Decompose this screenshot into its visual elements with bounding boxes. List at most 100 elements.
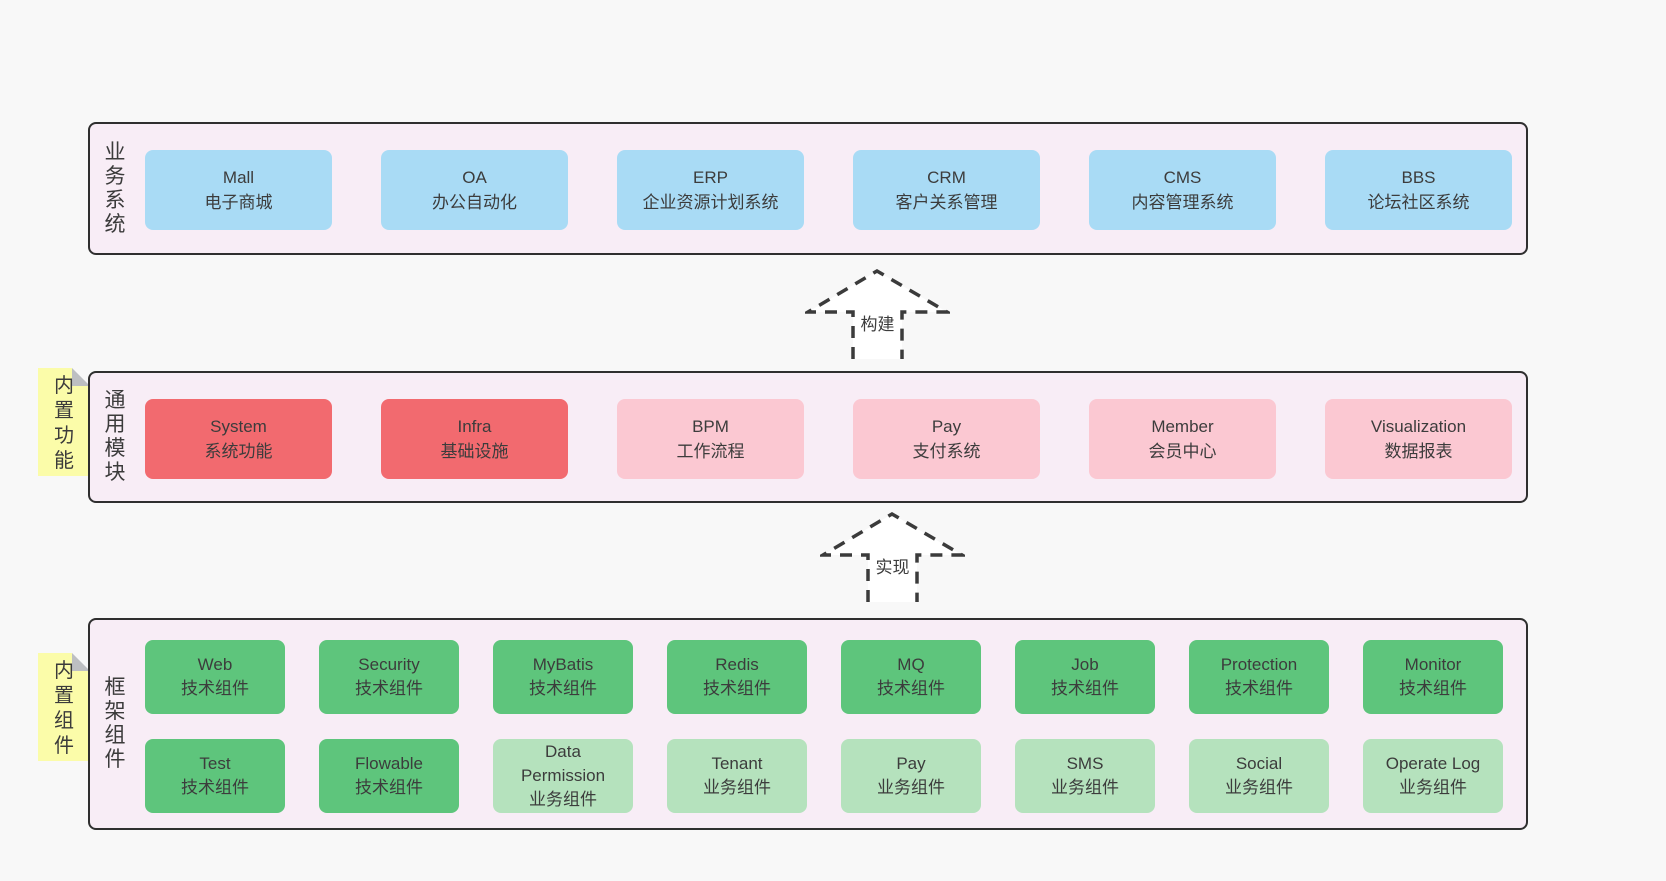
box-social: Social 业务组件 — [1189, 739, 1329, 813]
box-name: MyBatis — [532, 655, 594, 674]
business-box-row: Mall 电子商城 OA 办公自动化 ERP 企业资源计划系统 CRM 客户关系… — [145, 150, 1512, 230]
box-mall: Mall 电子商城 — [145, 150, 332, 230]
section-business-systems: 业务系统 Mall 电子商城 OA 办公自动化 ERP 企业资源计划系统 CRM… — [88, 122, 1528, 255]
box-desc: 支付系统 — [912, 442, 981, 461]
box-desc: 技术组件 — [703, 679, 771, 698]
box-name: System — [210, 417, 267, 436]
box-desc: 论坛社区系统 — [1367, 193, 1470, 212]
modules-box-row: System 系统功能 Infra 基础设施 BPM 工作流程 Pay 支付系统… — [145, 399, 1512, 479]
dashed-up-arrow-icon — [805, 268, 950, 359]
box-desc: 企业资源计划系统 — [642, 193, 779, 212]
box-desc: 业务组件 — [877, 778, 945, 797]
box-desc: 基础设施 — [440, 442, 509, 461]
box-desc: 技术组件 — [1051, 679, 1119, 698]
box-mq: MQ 技术组件 — [841, 640, 981, 714]
box-security: Security 技术组件 — [319, 640, 459, 714]
box-bbs: BBS 论坛社区系统 — [1325, 150, 1512, 230]
box-test: Test 技术组件 — [145, 739, 285, 813]
box-name: BPM — [692, 417, 729, 436]
box-name: Redis — [715, 655, 759, 674]
box-erp: ERP 企业资源计划系统 — [617, 150, 804, 230]
box-desc: 技术组件 — [529, 679, 597, 698]
box-pay-module: Pay 支付系统 — [853, 399, 1040, 479]
box-desc: 技术组件 — [181, 778, 249, 797]
box-name: Visualization — [1370, 417, 1467, 436]
box-desc: 业务组件 — [529, 790, 597, 809]
box-desc: 技术组件 — [355, 679, 423, 698]
box-sms: SMS 业务组件 — [1015, 739, 1155, 813]
box-oa: OA 办公自动化 — [381, 150, 568, 230]
box-name: Flowable — [354, 754, 424, 773]
box-name: Member — [1151, 417, 1214, 436]
box-desc: 业务组件 — [703, 778, 771, 797]
box-name: CRM — [927, 168, 966, 187]
box-name: Social — [1235, 754, 1283, 773]
box-desc: 工作流程 — [676, 442, 745, 461]
box-desc: 技术组件 — [1225, 679, 1293, 698]
box-name: BBS — [1401, 168, 1436, 187]
box-desc: 业务组件 — [1051, 778, 1119, 797]
box-name: Test — [199, 754, 231, 773]
box-infra: Infra 基础设施 — [381, 399, 568, 479]
box-desc: 客户关系管理 — [895, 193, 998, 212]
box-desc: 办公自动化 — [432, 193, 517, 212]
box-visualization: Visualization 数据报表 — [1325, 399, 1512, 479]
implement-arrow-icon: 实现 — [820, 509, 965, 604]
box-redis: Redis 技术组件 — [667, 640, 807, 714]
box-desc: 技术组件 — [355, 778, 423, 797]
box-desc: 会员中心 — [1148, 442, 1217, 461]
sticky-note-builtin-features: 内置功能 — [38, 368, 90, 476]
dashed-up-arrow-icon — [820, 511, 965, 602]
box-cms: CMS 内容管理系统 — [1089, 150, 1276, 230]
section-framework-components: 框架组件 Web 技术组件 Security 技术组件 MyBatis 技术组件… — [88, 618, 1528, 830]
section-common-modules: 通用模块 System 系统功能 Infra 基础设施 BPM 工作流程 Pay… — [88, 371, 1528, 503]
sticky-note-label: 内置组件 — [54, 660, 74, 758]
box-web: Web 技术组件 — [145, 640, 285, 714]
box-tenant: Tenant 业务组件 — [667, 739, 807, 813]
box-job: Job 技术组件 — [1015, 640, 1155, 714]
section-modules-label: 通用模块 — [104, 389, 126, 484]
box-name: Monitor — [1404, 655, 1462, 674]
box-desc: 业务组件 — [1399, 778, 1467, 797]
box-crm: CRM 客户关系管理 — [853, 150, 1040, 230]
sticky-note-label: 内置功能 — [54, 375, 74, 473]
box-desc: 技术组件 — [877, 679, 945, 698]
build-arrow-label: 构建 — [860, 315, 895, 334]
box-name: Pay — [931, 417, 962, 436]
box-desc: 技术组件 — [181, 679, 249, 698]
box-member: Member 会员中心 — [1089, 399, 1276, 479]
box-system: System 系统功能 — [145, 399, 332, 479]
box-desc: 电子商城 — [204, 193, 273, 212]
box-name: Operate Log — [1385, 754, 1481, 773]
box-name: Mall — [222, 168, 255, 187]
box-desc: 数据报表 — [1384, 442, 1453, 461]
box-protection: Protection 技术组件 — [1189, 640, 1329, 714]
box-desc: 技术组件 — [1399, 679, 1467, 698]
box-name: Data Permission — [520, 742, 606, 785]
box-data-permission: Data Permission 业务组件 — [493, 739, 633, 813]
box-name: Pay — [896, 754, 926, 773]
box-name: Security — [358, 655, 420, 674]
box-name: Web — [197, 655, 233, 674]
box-flowable: Flowable 技术组件 — [319, 739, 459, 813]
box-name: ERP — [693, 168, 728, 187]
box-monitor: Monitor 技术组件 — [1363, 640, 1503, 714]
build-arrow-icon: 构建 — [805, 266, 950, 361]
section-business-label: 业务系统 — [104, 140, 126, 236]
components-box-row-2: Test 技术组件 Flowable 技术组件 Data Permission … — [145, 739, 1503, 813]
box-pay-component: Pay 业务组件 — [841, 739, 981, 813]
box-name: MQ — [897, 655, 925, 674]
sticky-note-builtin-components: 内置组件 — [38, 653, 90, 761]
box-name: Protection — [1220, 655, 1298, 674]
box-name: CMS — [1163, 168, 1202, 187]
section-components-label: 框架组件 — [104, 676, 126, 771]
components-box-row-1: Web 技术组件 Security 技术组件 MyBatis 技术组件 Redi… — [145, 640, 1503, 714]
implement-arrow-label: 实现 — [875, 558, 910, 577]
box-bpm: BPM 工作流程 — [617, 399, 804, 479]
box-name: SMS — [1066, 754, 1104, 773]
box-name: Tenant — [711, 754, 763, 773]
box-name: Infra — [457, 417, 492, 436]
box-name: Job — [1071, 655, 1099, 674]
box-mybatis: MyBatis 技术组件 — [493, 640, 633, 714]
